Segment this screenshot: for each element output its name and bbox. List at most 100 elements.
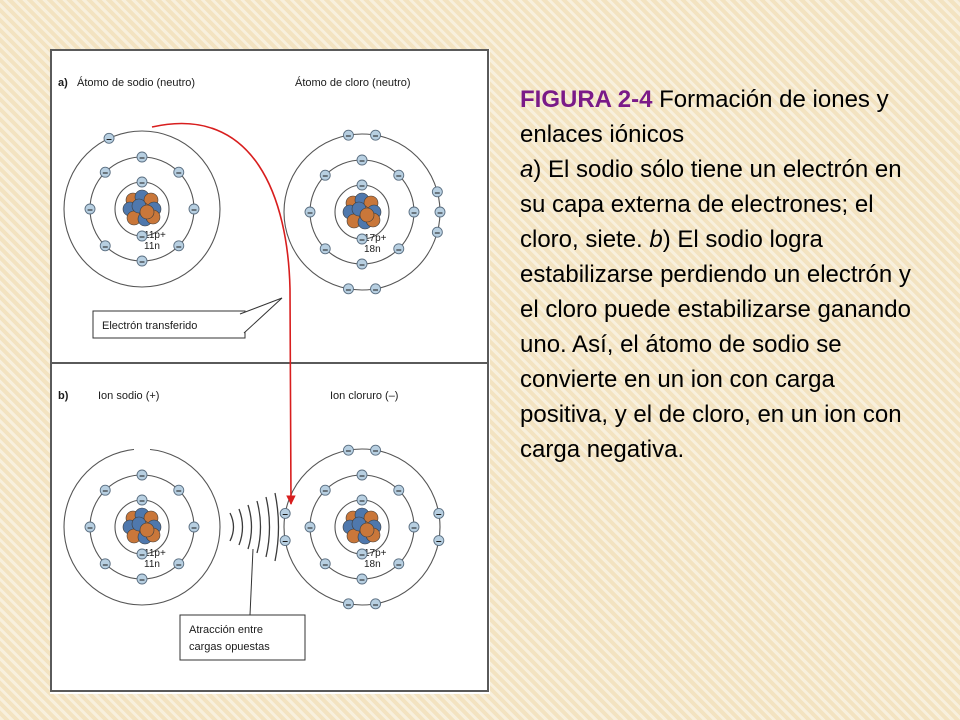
svg-text:–: – — [139, 575, 145, 586]
electron: – — [319, 484, 331, 497]
electron: – — [356, 258, 368, 271]
panel-b-frame — [50, 362, 489, 692]
svg-text:–: – — [307, 208, 313, 219]
svg-text:–: – — [436, 536, 442, 547]
svg-text:–: – — [176, 241, 182, 252]
electron: – — [393, 169, 405, 182]
electron: – — [84, 521, 96, 534]
svg-text:–: – — [396, 244, 402, 255]
svg-text:–: – — [191, 205, 197, 216]
svg-text:–: – — [106, 134, 112, 145]
sodium-atom-title: Átomo de sodio (neutro) — [77, 76, 195, 89]
electron: – — [356, 233, 368, 246]
electron: – — [356, 469, 368, 482]
electron: – — [99, 166, 111, 179]
svg-text:–: – — [322, 171, 328, 182]
svg-text:–: – — [102, 486, 108, 497]
attraction-callout: Atracción entre cargas opuestas — [179, 548, 306, 661]
field-arc — [229, 512, 235, 542]
svg-text:–: – — [346, 446, 352, 457]
electron: – — [434, 206, 446, 219]
electron: – — [136, 548, 148, 561]
electron: – — [433, 508, 445, 520]
sodium-ion: 11p+11n–––––––––– — [63, 444, 221, 606]
electron: – — [393, 484, 405, 497]
nucleus — [342, 192, 382, 230]
svg-text:–: – — [437, 208, 443, 219]
electron: – — [393, 558, 405, 570]
electron: – — [393, 243, 405, 255]
svg-text:–: – — [396, 486, 402, 497]
electron: – — [279, 535, 291, 547]
electron: – — [136, 469, 148, 482]
electron: – — [136, 494, 148, 507]
part-b-text: ) El sodio logra estabilizarse perdiendo… — [520, 226, 911, 463]
svg-text:–: – — [396, 171, 402, 182]
electron: – — [173, 240, 185, 252]
electron: – — [370, 598, 381, 610]
attraction-label-line2: cargas opuestas — [189, 641, 270, 653]
proton-count: 11p+ — [144, 230, 166, 241]
neutron-count: 11n — [144, 559, 160, 570]
svg-text:–: – — [282, 509, 288, 520]
electron: – — [431, 186, 443, 198]
electron-shell-3 — [283, 448, 441, 606]
svg-text:–: – — [176, 486, 182, 497]
svg-text:–: – — [307, 523, 313, 534]
electron: – — [319, 169, 331, 182]
svg-text:–: – — [102, 559, 108, 570]
svg-text:–: – — [411, 523, 417, 534]
chlorine-atom-neutral: 17p+18n––––––––––––––––– — [283, 129, 446, 295]
svg-text:–: – — [346, 284, 352, 295]
electron: – — [343, 598, 354, 610]
neutron-count: 18n — [364, 244, 381, 255]
callout-box — [92, 310, 246, 339]
electron: – — [319, 243, 331, 255]
nucleus — [342, 507, 382, 545]
electron: – — [136, 255, 148, 268]
electron: – — [173, 484, 185, 497]
svg-text:–: – — [322, 486, 328, 497]
svg-text:–: – — [139, 496, 145, 507]
neutron — [139, 522, 155, 538]
proton-count: 17p+ — [364, 233, 387, 244]
svg-text:–: – — [359, 496, 365, 507]
electron: – — [136, 176, 148, 189]
electron: – — [84, 203, 96, 216]
svg-text:–: – — [322, 244, 328, 255]
electron: – — [408, 206, 420, 219]
electron: – — [99, 558, 111, 570]
neutron-count: 11n — [144, 241, 160, 252]
svg-text:–: – — [139, 550, 145, 561]
figure-caption: FIGURA 2-4 Formación de iones y enlaces … — [520, 82, 920, 467]
electron: – — [343, 444, 354, 457]
electron: – — [319, 558, 331, 570]
svg-text:–: – — [359, 471, 365, 482]
lost-electron-gap — [134, 444, 150, 454]
electron: – — [343, 283, 354, 295]
nucleus — [122, 189, 162, 227]
electron: – — [188, 203, 200, 216]
chloride-ion: 17p+18n–––––––––––––––––– — [279, 444, 445, 610]
attraction-field-lines — [229, 492, 280, 562]
electron-shell-3 — [63, 130, 221, 288]
attraction-box — [179, 614, 306, 661]
figure-label: FIGURA 2-4 — [520, 86, 653, 113]
chlorine-atom-title: Átomo de cloro (neutro) — [295, 76, 411, 89]
svg-text:–: – — [102, 241, 108, 252]
electron: – — [408, 521, 420, 534]
chloride-ion-title: Ion cloruro (–) — [330, 390, 398, 402]
electron: – — [370, 129, 381, 142]
electron: – — [356, 179, 368, 192]
callout-pointer — [239, 297, 283, 334]
electron: – — [136, 573, 148, 586]
svg-text:–: – — [139, 257, 145, 268]
svg-text:–: – — [346, 131, 352, 142]
field-arc — [256, 500, 262, 554]
svg-text:–: – — [359, 181, 365, 192]
svg-text:–: – — [322, 559, 328, 570]
electron: – — [136, 230, 148, 243]
transferred-electron-callout: Electrón transferido — [92, 297, 283, 339]
electron: – — [370, 444, 381, 457]
proton-count: 11p+ — [144, 548, 166, 559]
